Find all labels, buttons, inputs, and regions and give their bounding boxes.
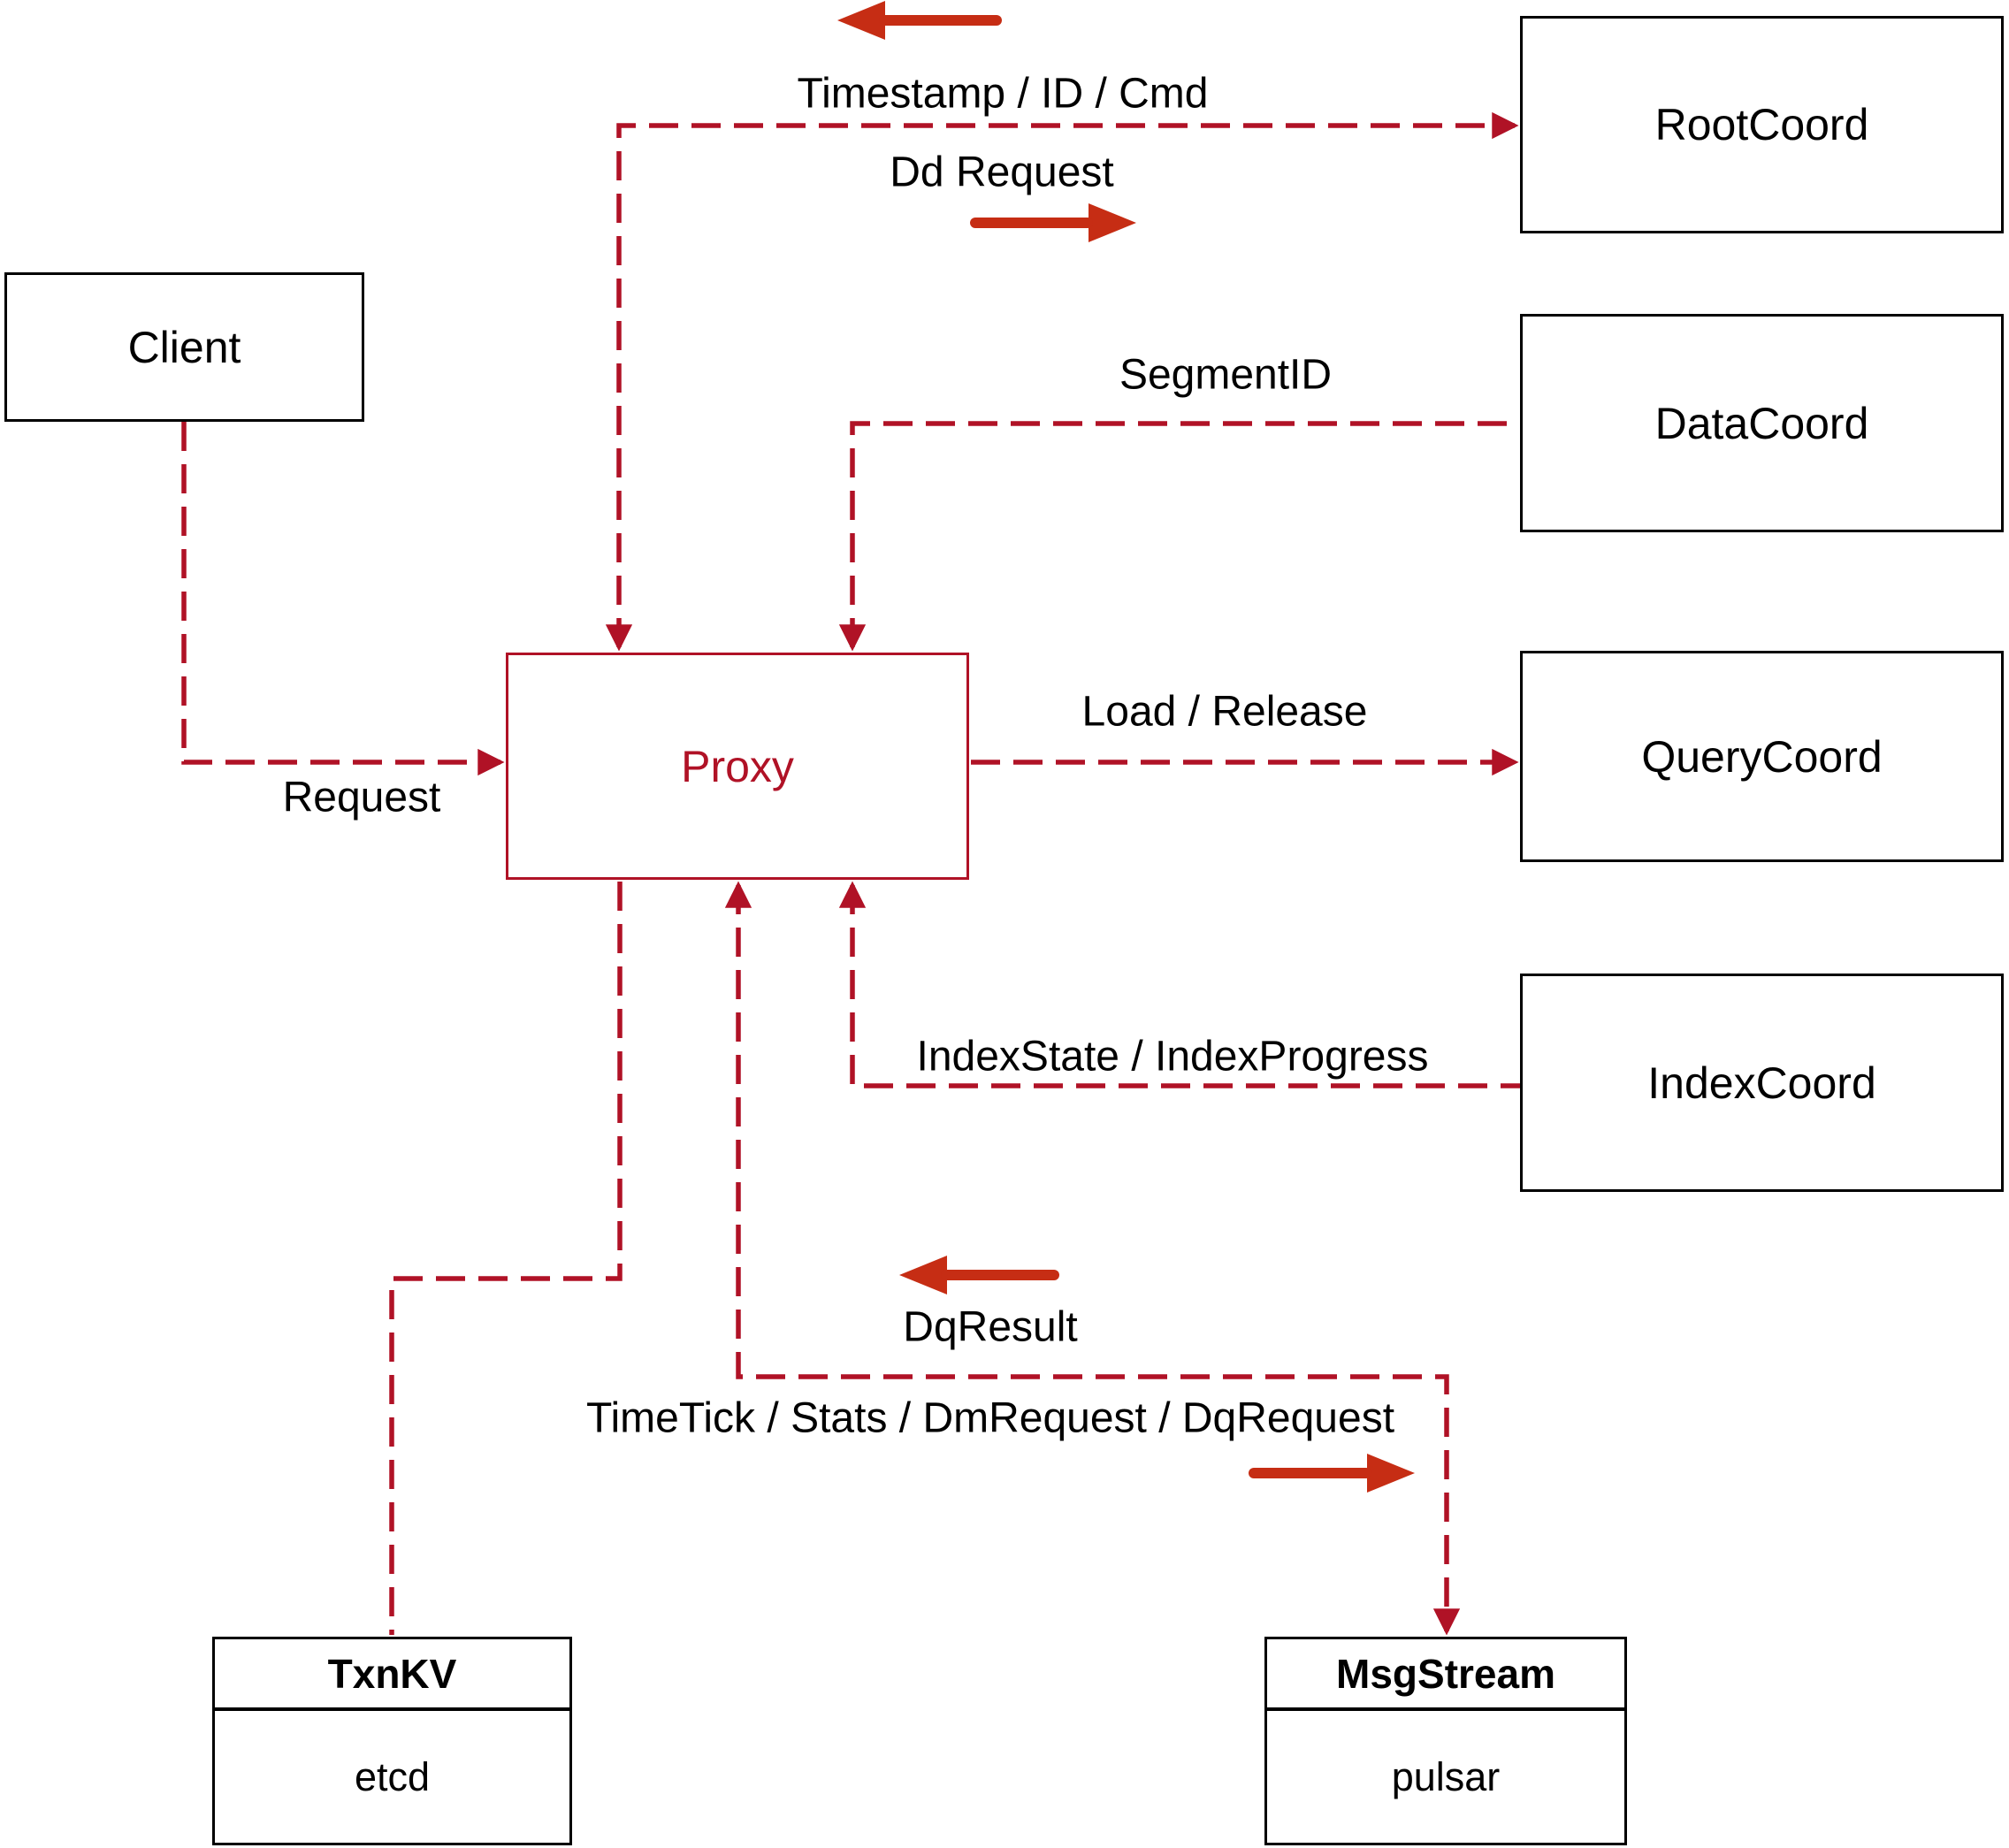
edge-label-dd-request: Dd Request (890, 149, 1114, 196)
indexcoord-node: IndexCoord (1520, 974, 2004, 1192)
proxy-label: Proxy (681, 741, 794, 791)
edge-label-dq-result: DqResult (903, 1303, 1078, 1351)
indexcoord-label: IndexCoord (1647, 1058, 1876, 1108)
txnkv-title: TxnKV (215, 1639, 569, 1711)
querycoord-node: QueryCoord (1520, 651, 2004, 862)
datacoord-node: DataCoord (1520, 314, 2004, 532)
rootcoord-label: RootCoord (1654, 100, 1869, 149)
edge-label-time-tick: TimeTick / Stats / DmRequest / DqRequest (585, 1394, 1395, 1442)
edge-proxy-rootcoord (605, 111, 1519, 652)
edge-client-proxy (181, 422, 505, 776)
msgstream-impl: pulsar (1391, 1753, 1501, 1799)
txnkv-node: TxnKV etcd (212, 1637, 572, 1845)
edge-proxy-msgstream (724, 881, 1461, 1636)
edge-label-segment-id: SegmentID (1119, 351, 1333, 399)
msgstream-title: MsgStream (1267, 1639, 1624, 1711)
datacoord-label: DataCoord (1654, 398, 1869, 448)
edge-label-load-release: Load / Release (1081, 688, 1368, 736)
direction-left-arrow-icon (899, 1256, 1059, 1294)
rootcoord-node: RootCoord (1520, 16, 2004, 233)
proxy-node: Proxy (506, 653, 969, 880)
edge-label-index-state: IndexState / IndexProgress (916, 1033, 1429, 1081)
direction-left-arrow-icon (837, 1, 1002, 40)
edge-label-request: Request (282, 774, 441, 821)
edge-proxy-txnkv (389, 882, 623, 1635)
querycoord-label: QueryCoord (1641, 731, 1883, 782)
txnkv-impl: etcd (354, 1753, 431, 1799)
edge-datacoord-proxy (838, 421, 1520, 652)
client-node: Client (4, 272, 364, 422)
direction-right-arrow-icon (970, 203, 1136, 242)
direction-right-arrow-icon (1249, 1454, 1415, 1493)
msgstream-node: MsgStream pulsar (1264, 1637, 1627, 1845)
client-label: Client (127, 322, 241, 372)
edge-label-timestamp: Timestamp / ID / Cmd (797, 70, 1209, 118)
